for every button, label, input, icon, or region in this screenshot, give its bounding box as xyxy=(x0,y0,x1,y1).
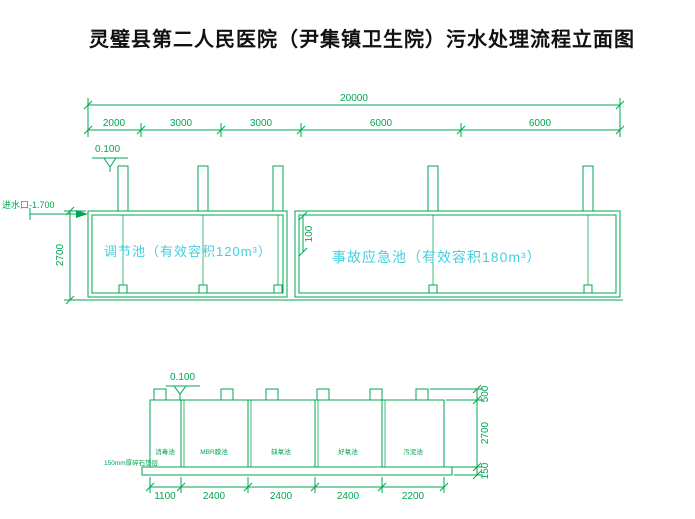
dim-segment: 2000 xyxy=(103,118,126,129)
dim-segment: 3000 xyxy=(170,118,193,129)
emergency-tank-label: 事故应急池（有效容积180m³） xyxy=(332,249,542,265)
compartment-label: 好氧池 xyxy=(338,447,358,456)
compartment-label: 消毒池 xyxy=(155,447,175,456)
dim-gap: 100 xyxy=(304,225,315,242)
interior-columns xyxy=(118,215,593,294)
lower-bottom-dimensions: 1100 2400 2400 2400 2200 xyxy=(145,477,449,502)
drawing-title: 灵璧县第二人民医院（尹集镇卫生院）污水处理流程立面图 xyxy=(89,27,635,51)
upper-elevation: 20000 2000 3000 3000 6000 6000 0.100 xyxy=(2,93,625,305)
dim-right: 500 xyxy=(480,385,491,402)
dim-right: 150 xyxy=(480,462,491,479)
equipment-tank-outline xyxy=(149,399,445,468)
dim-bottom: 2400 xyxy=(337,491,360,502)
lower-level-mark: 0.100 xyxy=(166,372,200,400)
level-value: 0.100 xyxy=(170,372,195,383)
regulating-tank-label: 调节池（有效容积120m³） xyxy=(104,244,272,259)
dim-total: 20000 xyxy=(340,93,368,104)
inlet-label: 进水口-1.700 xyxy=(2,199,55,210)
regulating-tank-outline xyxy=(87,210,288,298)
lower-risers xyxy=(153,388,429,401)
cushion-note: 150mm厚碎石垫层 xyxy=(104,458,159,467)
dim-right: 2700 xyxy=(480,421,491,444)
inlet-annotation: 进水口-1.700 xyxy=(2,199,88,220)
compartment-label: 缺氧池 xyxy=(271,447,291,456)
emergency-tank-outline xyxy=(294,210,621,298)
upper-level-mark: 0.100 xyxy=(92,144,128,172)
dim-segment: 6000 xyxy=(529,118,552,129)
base-slab xyxy=(141,466,453,476)
compartment-label: 污泥池 xyxy=(403,447,423,456)
upper-height-dimension: 2700 xyxy=(55,206,86,305)
lower-elevation: 0.100 消毒池 MBR膜池 缺氧池 好氧池 xyxy=(104,372,491,502)
compartment-label: MBR膜池 xyxy=(200,447,228,456)
dim-height: 2700 xyxy=(55,243,66,266)
dim-segment: 6000 xyxy=(370,118,393,129)
dim-bottom: 1100 xyxy=(154,491,176,502)
upper-pillars xyxy=(117,165,594,212)
inlet-arrow-icon xyxy=(76,210,88,218)
lower-right-dimensions: 500 2700 150 xyxy=(430,384,491,480)
compartment-labels: 消毒池 MBR膜池 缺氧池 好氧池 污泥池 xyxy=(155,447,423,456)
gap-dimension: 100 xyxy=(298,211,315,257)
upper-segment-dimensions: 2000 3000 3000 6000 6000 xyxy=(83,118,625,137)
level-triangle-icon xyxy=(173,385,187,395)
level-triangle-icon xyxy=(103,157,117,168)
level-value: 0.100 xyxy=(95,144,120,155)
dim-bottom: 2400 xyxy=(270,491,293,502)
dim-bottom: 2400 xyxy=(203,491,226,502)
dim-bottom: 2200 xyxy=(402,491,425,502)
dim-segment: 3000 xyxy=(250,118,273,129)
